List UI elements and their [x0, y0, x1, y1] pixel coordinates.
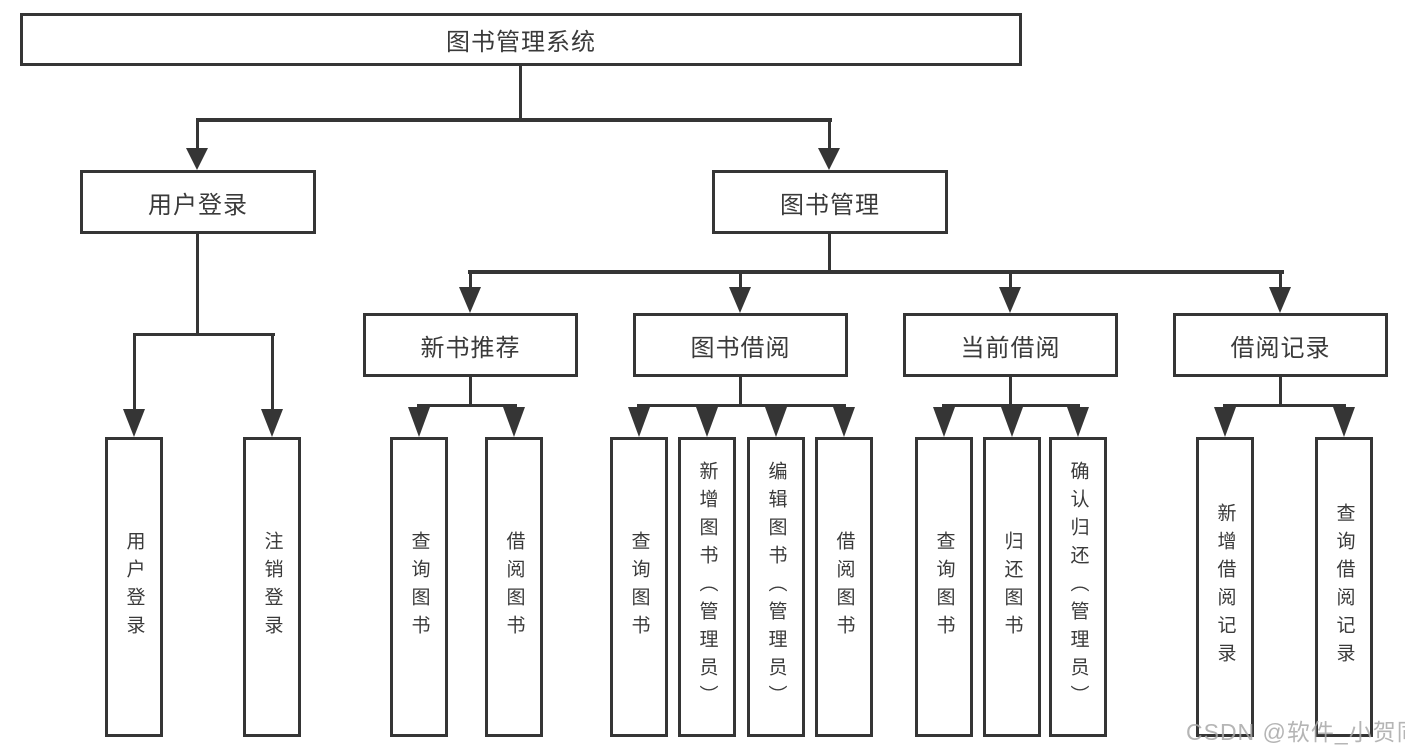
connector-line — [469, 377, 472, 406]
arrowhead-icon — [933, 407, 955, 437]
connector-line — [828, 122, 831, 148]
arrowhead-icon — [408, 407, 430, 437]
arrowhead-icon — [765, 407, 787, 437]
node-leaf-confirm-return-admin: 确认归还（管理员） — [1049, 437, 1107, 737]
node-user-login: 用户登录 — [80, 170, 316, 234]
connector-line — [196, 118, 832, 122]
node-book-management: 图书管理 — [712, 170, 948, 234]
node-root-label: 图书管理系统 — [446, 29, 596, 56]
node-leaf-add-books-admin-label: 新增图书（管理员） — [696, 461, 718, 713]
connector-line — [1279, 377, 1282, 406]
connector-line — [739, 274, 742, 287]
node-leaf-add-borrow-record: 新增借阅记录 — [1196, 437, 1254, 737]
node-leaf-logout-label: 注销登录 — [261, 531, 283, 643]
arrowhead-icon — [696, 407, 718, 437]
node-leaf-user-login: 用户登录 — [105, 437, 163, 737]
node-leaf-add-borrow-record-label: 新增借阅记录 — [1214, 503, 1236, 671]
connector-line — [469, 274, 472, 287]
csdn-watermark: CSDN @软件_小贺同学 — [1186, 719, 1405, 745]
connector-line — [637, 404, 846, 407]
arrowhead-icon — [1067, 407, 1089, 437]
connector-line — [1009, 274, 1012, 287]
connector-line — [271, 336, 274, 409]
node-leaf-edit-books-admin-label: 编辑图书（管理员） — [765, 461, 787, 713]
connector-line — [519, 66, 522, 120]
connector-line — [1009, 377, 1012, 406]
node-leaf-query-books-2-label: 查询图书 — [628, 531, 650, 643]
arrowhead-icon — [503, 407, 525, 437]
node-leaf-borrow-books-1-label: 借阅图书 — [503, 531, 525, 643]
node-leaf-user-login-label: 用户登录 — [123, 531, 145, 643]
connector-line — [417, 404, 517, 407]
arrowhead-icon — [818, 148, 840, 170]
arrowhead-icon — [459, 287, 481, 313]
node-leaf-return-books-label: 归还图书 — [1001, 531, 1023, 643]
node-book-management-label: 图书管理 — [780, 191, 880, 219]
node-current-borrowing-label: 当前借阅 — [960, 334, 1061, 362]
node-leaf-query-books-3-label: 查询图书 — [933, 531, 955, 643]
node-leaf-query-books-1-label: 查询图书 — [408, 531, 430, 643]
node-leaf-borrow-books-2-label: 借阅图书 — [833, 531, 855, 643]
arrowhead-icon — [1214, 407, 1236, 437]
connector-line — [828, 234, 831, 273]
node-leaf-query-books-1: 查询图书 — [390, 437, 448, 737]
connector-line — [1279, 274, 1282, 287]
node-book-borrowing-label: 图书借阅 — [690, 334, 791, 362]
node-leaf-add-books-admin: 新增图书（管理员） — [678, 437, 736, 737]
node-leaf-confirm-return-admin-label: 确认归还（管理员） — [1067, 461, 1089, 713]
node-leaf-edit-books-admin: 编辑图书（管理员） — [747, 437, 805, 737]
node-leaf-return-books: 归还图书 — [983, 437, 1041, 737]
node-leaf-borrow-books-2: 借阅图书 — [815, 437, 873, 737]
connector-line — [942, 404, 1080, 407]
node-current-borrowing: 当前借阅 — [903, 313, 1118, 377]
connector-line — [133, 333, 275, 336]
connector-line — [196, 122, 199, 148]
connector-line — [739, 377, 742, 406]
node-user-login-label: 用户登录 — [148, 191, 248, 219]
arrowhead-icon — [628, 407, 650, 437]
arrowhead-icon — [1001, 407, 1023, 437]
arrowhead-icon — [1269, 287, 1291, 313]
node-leaf-query-books-3: 查询图书 — [915, 437, 973, 737]
node-leaf-query-books-2: 查询图书 — [610, 437, 668, 737]
node-new-book-recommend-label: 新书推荐 — [420, 334, 521, 362]
arrowhead-icon — [999, 287, 1021, 313]
node-leaf-query-borrow-record-label: 查询借阅记录 — [1333, 503, 1355, 671]
arrowhead-icon — [1333, 407, 1355, 437]
node-leaf-query-borrow-record: 查询借阅记录 — [1315, 437, 1373, 737]
arrowhead-icon — [729, 287, 751, 313]
node-borrowing-records-label: 借阅记录 — [1230, 334, 1331, 362]
node-root: 图书管理系统 — [20, 13, 1022, 66]
connector-line — [133, 336, 136, 409]
node-borrowing-records: 借阅记录 — [1173, 313, 1388, 377]
connector-line — [468, 270, 1284, 274]
arrowhead-icon — [261, 409, 283, 437]
arrowhead-icon — [123, 409, 145, 437]
connector-line — [196, 234, 199, 336]
node-leaf-borrow-books-1: 借阅图书 — [485, 437, 543, 737]
node-leaf-logout: 注销登录 — [243, 437, 301, 737]
arrowhead-icon — [186, 148, 208, 170]
node-book-borrowing: 图书借阅 — [633, 313, 848, 377]
arrowhead-icon — [833, 407, 855, 437]
connector-line — [1223, 404, 1346, 407]
node-new-book-recommend: 新书推荐 — [363, 313, 578, 377]
